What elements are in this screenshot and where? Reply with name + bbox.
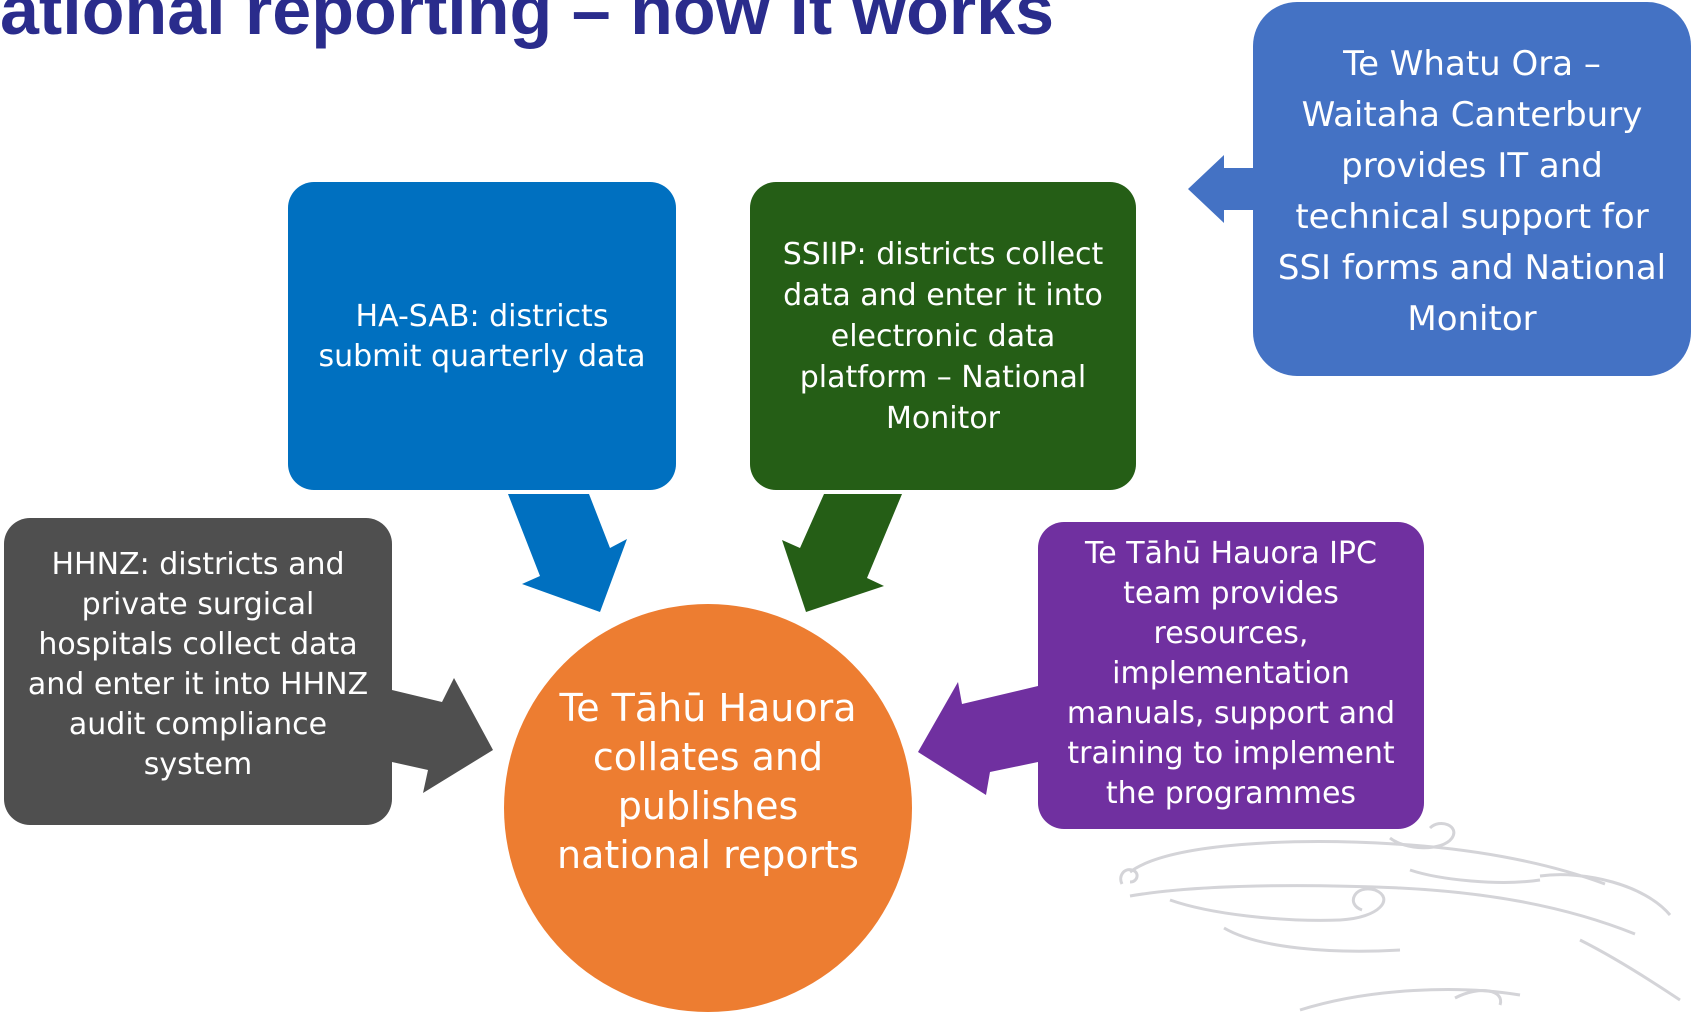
ha-sab-arrow [508,494,627,612]
ha-sab-node: HA-SAB: districts submit quarterly data [288,182,676,490]
hhnz-text: HHNZ: districts and private surgical hos… [27,547,369,782]
central-reports-text: Te Tāhū Hauora collates and publishes na… [557,686,859,877]
ssiip-text: SSIIP: districts collect data and enter … [782,237,1104,436]
hhnz-node: HHNZ: districts and private surgical hos… [4,518,392,825]
ssiip-arrow [782,494,902,612]
te-whatu-ora-arrow [1188,155,1253,223]
central-reports-node: Te Tāhū Hauora collates and publishes na… [504,604,912,1012]
ssiip-node: SSIIP: districts collect data and enter … [750,182,1136,490]
hhnz-arrow [392,678,493,793]
ipc-team-arrow [918,682,1038,795]
te-whatu-ora-text: Te Whatu Ora – Waitaha Canterbury provid… [1277,44,1667,339]
te-whatu-ora-node: Te Whatu Ora – Waitaha Canterbury provid… [1253,2,1691,376]
ipc-team-text: Te Tāhū Hauora IPC team provides resourc… [1066,536,1396,811]
ha-sab-text: HA-SAB: districts submit quarterly data [318,299,646,374]
ipc-team-node: Te Tāhū Hauora IPC team provides resourc… [1038,522,1424,829]
slide-title: ational reporting – how it works [0,0,1054,49]
